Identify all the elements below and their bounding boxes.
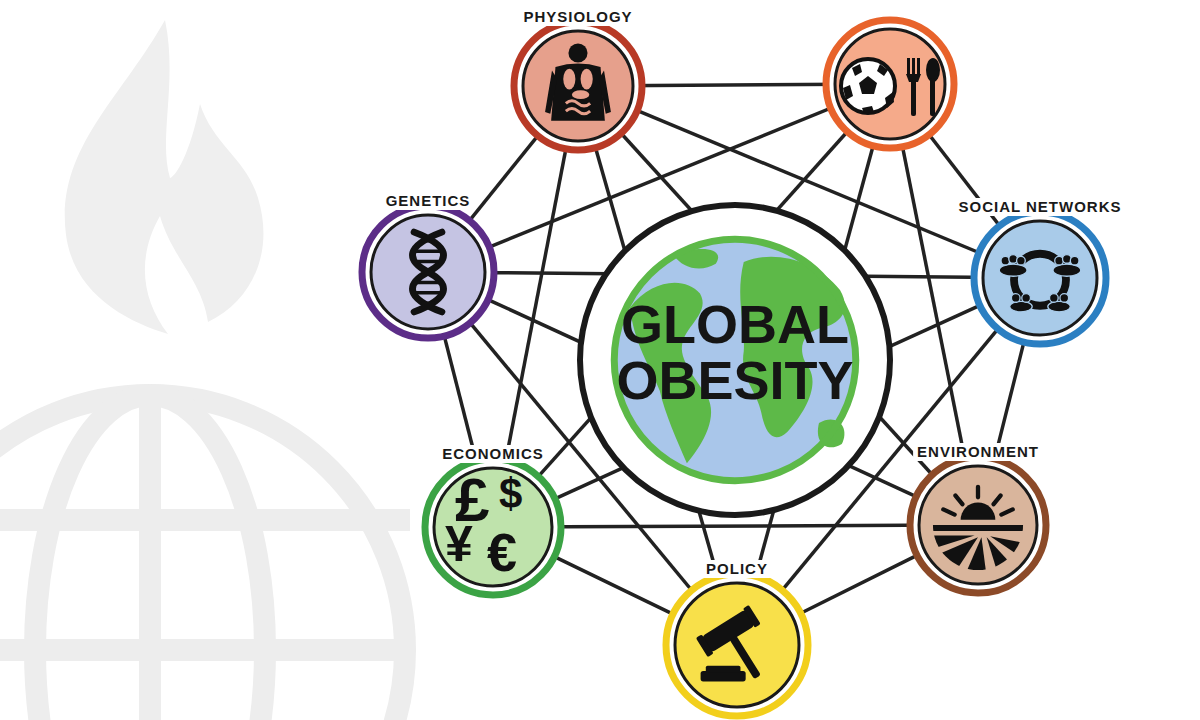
circle-outline	[510, 18, 646, 154]
inner-disc	[983, 221, 1097, 335]
globe-circle: GLOBAL OBESITY	[577, 202, 893, 518]
policy-circle: POLICY	[662, 570, 812, 720]
topic-label: PHYSIOLOGY	[519, 8, 636, 26]
inner-disc	[434, 468, 552, 586]
topic-icon	[926, 487, 1030, 577]
colored-ring	[425, 459, 561, 595]
social-networks-circle: SOCIAL NETWORKS	[970, 208, 1110, 348]
inner-disc	[523, 31, 633, 141]
center-title: GLOBAL OBESITY	[595, 296, 875, 408]
topic-icon	[413, 232, 444, 312]
environment-circle: ENVIRONMENT	[906, 453, 1050, 597]
circle-outline	[662, 570, 812, 720]
watermark-flame	[65, 20, 264, 334]
topic-icon	[545, 44, 611, 121]
currency-symbol: $	[499, 473, 522, 515]
physiology-circle: PHYSIOLOGY	[510, 18, 646, 154]
globe-ring	[580, 205, 890, 515]
topic-label: SOCIAL NETWORKS	[954, 198, 1125, 216]
connector-line	[471, 138, 536, 218]
currency-symbol: €	[487, 525, 517, 579]
connector-line	[995, 345, 1023, 456]
colored-ring	[974, 212, 1106, 344]
inner-disc	[919, 466, 1037, 584]
football-icon	[841, 59, 895, 113]
watermark-globe	[0, 395, 410, 720]
connector-line	[564, 525, 907, 526]
inner-disc	[675, 583, 799, 707]
colored-ring	[514, 22, 642, 150]
connector-line	[506, 152, 565, 458]
circle-outline	[970, 208, 1110, 348]
circle-outline	[358, 202, 498, 342]
connector-line	[557, 558, 671, 613]
topic-icon	[999, 254, 1080, 312]
fork-spoon-icon	[906, 58, 940, 116]
colored-ring	[666, 574, 808, 716]
colored-ring	[910, 457, 1046, 593]
genetics-circle: GENETICS	[358, 202, 498, 342]
currency-symbol: ¥	[445, 519, 473, 569]
currency-slot: $	[499, 473, 522, 515]
topic-label: ECONOMICS	[438, 445, 548, 463]
currency-slot: ¥	[445, 519, 473, 569]
connector-line	[445, 339, 476, 458]
currency-slot: €	[487, 525, 517, 579]
topic-label: POLICY	[702, 560, 772, 578]
connector-line	[803, 557, 914, 612]
static-lines	[428, 84, 1040, 645]
inner-disc	[371, 215, 485, 329]
topic-label: ENVIRONMENT	[913, 443, 1043, 461]
topic-icon	[696, 605, 784, 694]
economics-circle: ECONOMICS£$¥€	[421, 455, 565, 599]
topic-label: GENETICS	[382, 192, 475, 210]
circle-outline	[906, 453, 1050, 597]
colored-ring	[362, 206, 494, 338]
